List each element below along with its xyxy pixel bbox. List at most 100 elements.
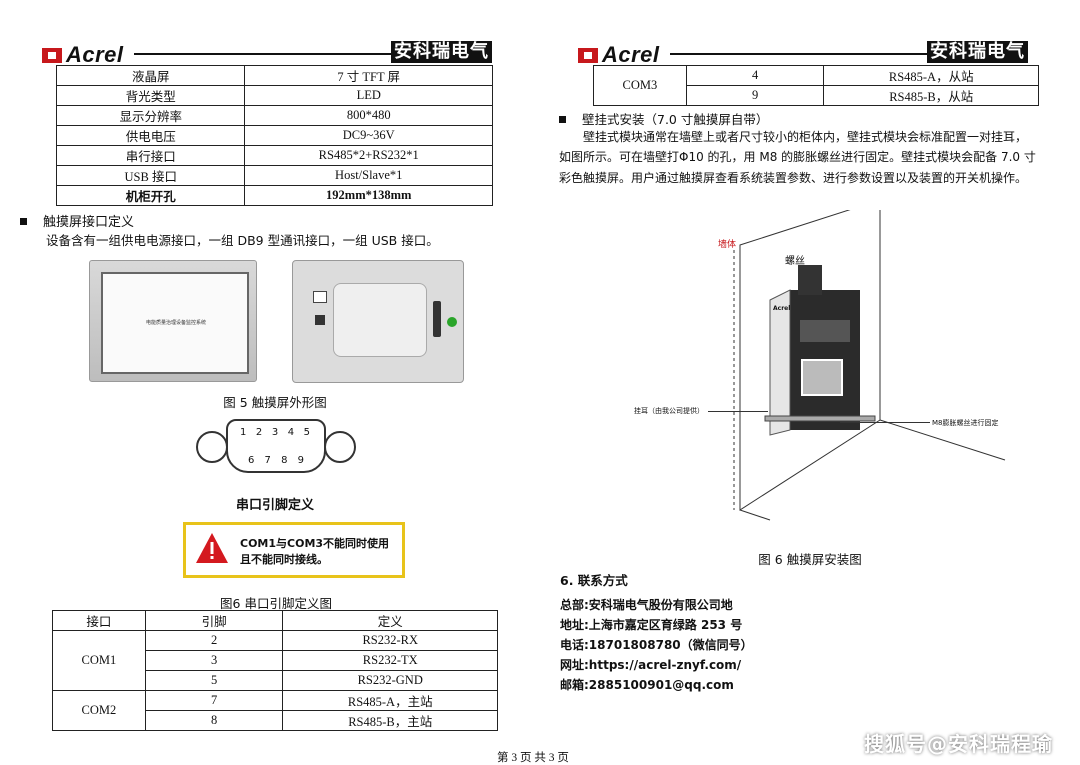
pin-cell: 9 bbox=[685, 85, 825, 106]
bullet-square-icon bbox=[20, 218, 27, 225]
header-rule bbox=[670, 53, 932, 55]
contact-title: 6. 联系方式 bbox=[560, 573, 628, 588]
spec-value: LED bbox=[244, 85, 493, 106]
pin-cell: 3 bbox=[144, 650, 284, 671]
pin-number: 8 bbox=[281, 455, 288, 466]
pin-number: 5 bbox=[303, 427, 310, 438]
port-cell: COM2 bbox=[52, 690, 146, 731]
touchscreen-display: 电能质量治理设备监控系统 bbox=[101, 272, 249, 374]
bullet-square-icon bbox=[559, 116, 566, 123]
screw-label: 螺丝 bbox=[785, 256, 805, 267]
wall-floor-line bbox=[879, 419, 1006, 461]
spec-value: 800*480 bbox=[244, 105, 493, 126]
pin-cell: 4 bbox=[685, 65, 825, 86]
def-cell: RS485-B，从站 bbox=[823, 85, 1039, 106]
bolt-label-line bbox=[840, 422, 930, 423]
warning-line-2: 且不能同时接线。 bbox=[240, 553, 328, 566]
db9-port-icon bbox=[433, 301, 441, 337]
brand-name-cn: 安科瑞电气 bbox=[391, 41, 492, 63]
spec-label: 背光类型 bbox=[55, 85, 246, 106]
contact-phone: 电话:18701808780（微信同号） bbox=[560, 638, 753, 652]
pin-number: 3 bbox=[271, 427, 279, 438]
spec-value: Host/Slave*1 bbox=[244, 165, 493, 186]
port-cell: COM3 bbox=[593, 65, 687, 106]
db9-shell bbox=[226, 419, 326, 473]
spec-value: 7 寸 TFT 屏 bbox=[244, 65, 493, 86]
acrel-logo-text: Acrel bbox=[602, 42, 660, 67]
def-cell: RS485-B，主站 bbox=[282, 710, 498, 731]
installation-diagram: Acrel bbox=[733, 210, 1006, 521]
wall-floor-line-2 bbox=[739, 509, 771, 521]
def-cell: RS485-A，主站 bbox=[282, 690, 498, 711]
contact-website[interactable]: 网址:https://acrel-znyf.com/ bbox=[560, 658, 742, 672]
section-interface-title-text: 触摸屏接口定义 bbox=[43, 215, 135, 230]
db9-mount-right bbox=[324, 431, 356, 463]
def-cell: RS232-TX bbox=[282, 650, 498, 671]
device-screw-housing bbox=[798, 265, 822, 295]
wall-para-line-3: 彩色触摸屏。用户通过触摸屏查看系统装置参数、进行参数设置以及装置的开关机操作。 bbox=[559, 171, 1028, 185]
spec-value: DC9~36V bbox=[244, 125, 493, 146]
brand-name-cn: 安科瑞电气 bbox=[927, 41, 1028, 63]
wall-para-line-1: 壁挂式模块通常在墙壁上或者尺寸较小的柜体内，壁挂式模块会标准配置一对挂耳， bbox=[583, 130, 1028, 144]
spec-value: RS485*2+RS232*1 bbox=[244, 145, 493, 166]
contact-hq: 总部:安科瑞电气股份有限公司地 bbox=[560, 598, 733, 612]
spec-label: 机柜开孔 bbox=[55, 185, 246, 206]
spec-label: 液晶屏 bbox=[55, 65, 246, 86]
pin-cell: 2 bbox=[144, 630, 284, 651]
page-footer: 第 3 页 共 3 页 bbox=[497, 752, 569, 764]
left-page-header: Acrel 安科瑞电气 bbox=[42, 41, 492, 67]
section-wall-title: 壁挂式安装（7.0 寸触摸屏自带） bbox=[559, 109, 768, 128]
touchscreen-front-image: 电能质量治理设备监控系统 bbox=[89, 260, 257, 382]
pin-table-header: 定义 bbox=[282, 610, 498, 631]
spec-label: 供电电压 bbox=[55, 125, 246, 146]
fig6-right-caption: 图 6 触摸屏安装图 bbox=[758, 552, 862, 567]
back-panel-plate bbox=[333, 283, 427, 357]
device-side bbox=[769, 289, 791, 436]
port-cell: COM1 bbox=[52, 630, 146, 691]
acrel-logo: Acrel bbox=[42, 42, 124, 68]
warning-box: COM1与COM3不能同时使用 且不能同时接线。 bbox=[183, 522, 405, 578]
acrel-logo-mark-icon bbox=[578, 48, 598, 63]
bolt-label: M8膨胀螺丝进行固定 bbox=[932, 419, 999, 427]
fig6-left-caption: 图6 串口引脚定义图 bbox=[220, 596, 332, 611]
pin-number: 7 bbox=[264, 455, 271, 466]
watermark: 搜狐号@安科瑞程瑜 bbox=[864, 732, 1053, 756]
section-interface-title: 触摸屏接口定义 bbox=[20, 211, 134, 230]
pin-number: 9 bbox=[297, 455, 304, 466]
mounting-ear bbox=[764, 415, 876, 422]
acrel-logo-text: Acrel bbox=[66, 42, 124, 67]
spec-label: 串行接口 bbox=[55, 145, 246, 166]
spec-label: 显示分辨率 bbox=[55, 105, 246, 126]
warning-line-1: COM1与COM3不能同时使用 bbox=[240, 537, 390, 550]
def-cell: RS485-A，从站 bbox=[823, 65, 1039, 86]
db9-mount-left bbox=[196, 431, 228, 463]
wall-para-line-2: 如图所示。可在墙壁打Φ10 的孔，用 M8 的膨胀螺丝进行固定。壁挂式模块会配备… bbox=[559, 150, 1036, 164]
right-page-header: Acrel 安科瑞电气 bbox=[578, 41, 1028, 67]
header-rule bbox=[134, 53, 396, 55]
power-led-icon bbox=[447, 317, 457, 327]
ear-label-line bbox=[708, 411, 768, 412]
def-cell: RS232-RX bbox=[282, 630, 498, 651]
spec-label: USB 接口 bbox=[55, 165, 246, 186]
section-interface-text: 设备含有一组供电电源接口，一组 DB9 型通讯接口，一组 USB 接口。 bbox=[46, 233, 439, 248]
device-screen bbox=[801, 359, 843, 396]
pin-number: 6 bbox=[248, 455, 255, 466]
acrel-logo: Acrel bbox=[578, 42, 660, 68]
pin-number: 2 bbox=[255, 427, 263, 438]
def-cell: RS232-GND bbox=[282, 670, 498, 691]
pin-number: 1 bbox=[240, 427, 247, 438]
pin-cell: 7 bbox=[144, 690, 284, 711]
fig5-caption: 图 5 触摸屏外形图 bbox=[223, 395, 327, 410]
wall-label: 墙体 bbox=[718, 240, 737, 250]
contact-email[interactable]: 邮箱:2885100901@qq.com bbox=[560, 678, 734, 692]
device-brand-label: Acrel bbox=[773, 305, 790, 312]
touchscreen-back-image bbox=[292, 260, 464, 383]
spec-value: 192mm*138mm bbox=[244, 185, 493, 206]
